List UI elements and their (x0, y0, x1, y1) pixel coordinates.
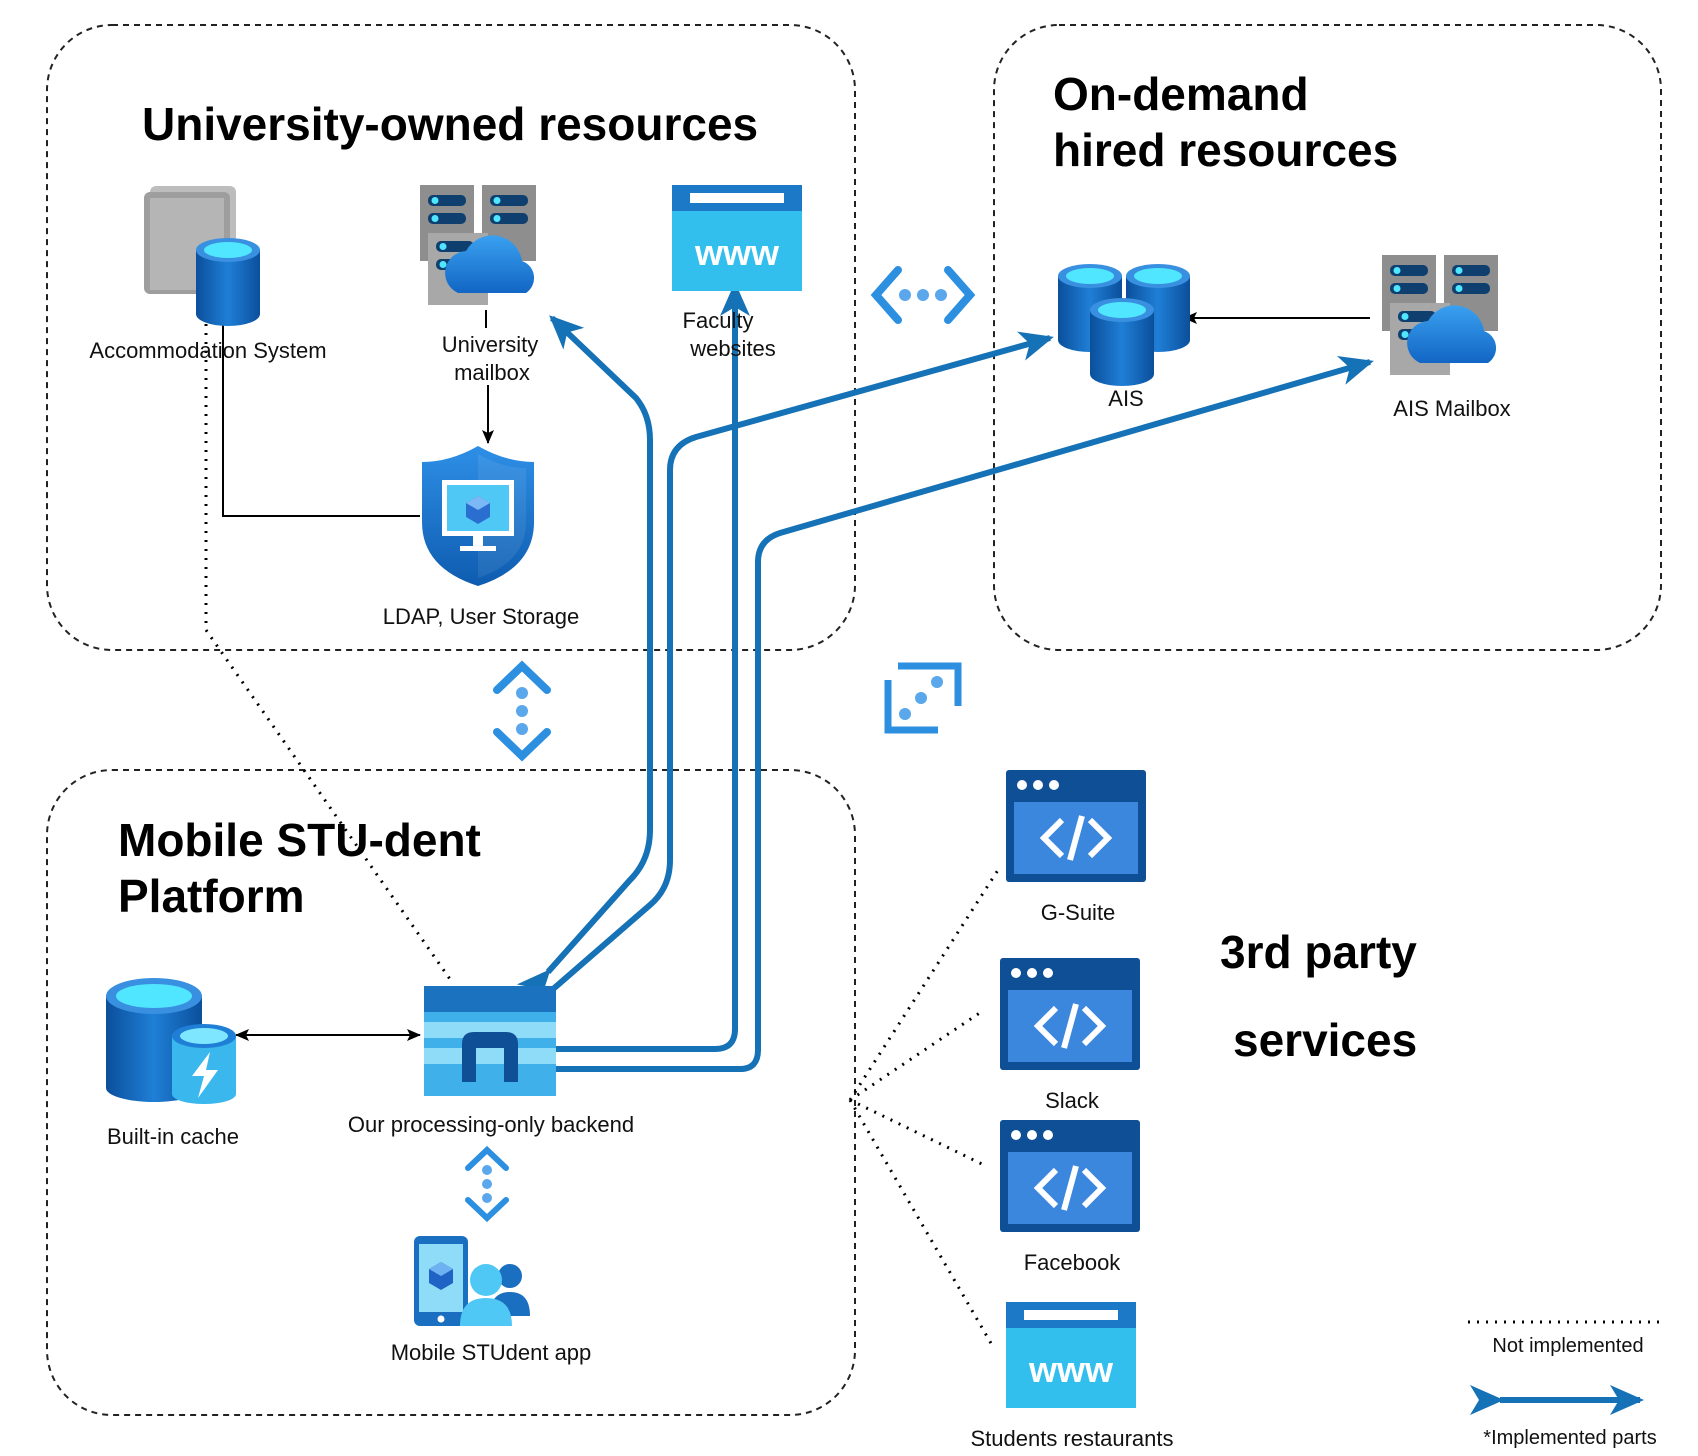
on-demand-group-frame (993, 24, 1662, 651)
gsuite-label: G-Suite (1041, 900, 1116, 925)
ais-label: AIS (1108, 386, 1143, 411)
slack-label: Slack (1045, 1088, 1100, 1113)
faculty-websites-label-line1: Faculty (683, 308, 754, 333)
on-demand-group-title-line2: hired resources (1053, 124, 1398, 176)
on-demand-group-title-line1: On-demand (1053, 68, 1309, 120)
university-mailbox-label-line1: University (442, 332, 539, 357)
legend-implemented: *Implemented parts (1483, 1427, 1656, 1449)
third-party-dotted-connectors (848, 869, 1000, 1346)
www-icon (1006, 1302, 1136, 1408)
cloud-server-icon (1382, 255, 1498, 375)
university-group-title: University-owned resources (142, 98, 758, 150)
storage-database-icon (144, 186, 260, 326)
code-window-icon (1000, 958, 1140, 1070)
network-connector-icon-diagonal (884, 662, 962, 734)
backend-label: Our processing-only backend (348, 1112, 634, 1137)
third-party-title-line1: 3rd party (1220, 926, 1417, 978)
code-window-icon (1000, 1120, 1140, 1232)
app-service-icon (424, 986, 556, 1096)
accommodation-to-ldap-connector (222, 320, 420, 517)
shield-monitor-icon (422, 446, 534, 586)
databases-icon (1058, 264, 1190, 386)
accommodation-label: Accommodation System (89, 338, 326, 363)
network-connector-icon-horizontal (870, 266, 976, 324)
legend: Not implemented *Implemented parts (1468, 1320, 1666, 1449)
cache-label: Built-in cache (107, 1124, 239, 1149)
ais-mailbox-label: AIS Mailbox (1393, 396, 1510, 421)
platform-group-title-line1: Mobile STU-dent (118, 814, 481, 866)
implemented-connectors (516, 282, 1374, 1084)
ldap-label: LDAP, User Storage (383, 604, 579, 629)
university-mailbox-label-line2: mailbox (454, 360, 530, 385)
platform-group-title-line2: Platform (118, 870, 305, 922)
facebook-label: Facebook (1024, 1250, 1122, 1275)
restaurants-label: Students restaurants (970, 1426, 1173, 1451)
cloud-server-icon (420, 185, 536, 305)
network-connector-icon-small-vertical (465, 1145, 509, 1223)
www-icon (672, 185, 802, 291)
faculty-websites-label-line2: websites (689, 336, 776, 361)
network-connector-icon-vertical (493, 660, 551, 762)
third-party-title-line2: services (1233, 1014, 1417, 1066)
accommodation-to-backend-dotted (204, 324, 454, 983)
code-window-icon (1006, 770, 1146, 882)
cache-database-icon (106, 978, 236, 1104)
mobile-app-label: Mobile STUdent app (391, 1340, 592, 1365)
mobile-users-icon (414, 1236, 530, 1326)
legend-not-implemented: Not implemented (1492, 1335, 1643, 1357)
